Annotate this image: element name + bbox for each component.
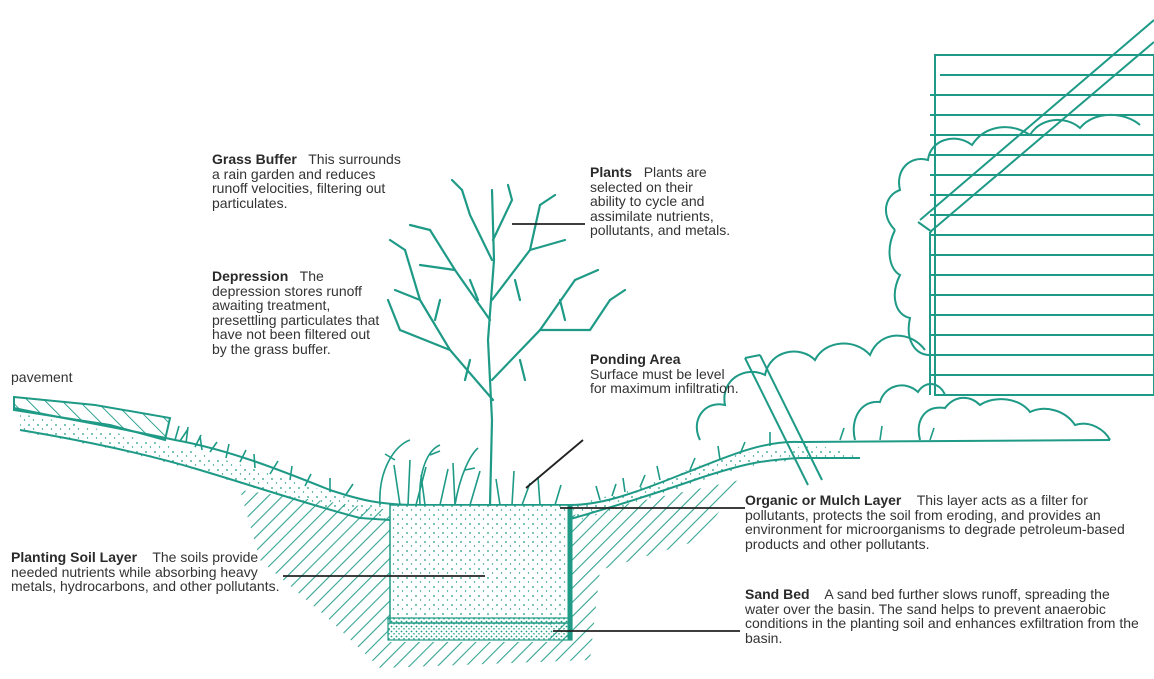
depression-callout: Depression The depression stores runoff … (212, 269, 387, 357)
ponding-area-title: Ponding Area (590, 351, 681, 367)
sand-bed-callout: Sand Bed A sand bed further slows runoff… (745, 587, 1145, 645)
planting-soil-basin (388, 505, 572, 640)
mulch-layer-title: Organic or Mulch Layer (745, 492, 901, 508)
ponding-area-description: Surface must be level for maximum infilt… (590, 366, 739, 397)
pavement-label: pavement (11, 370, 72, 385)
bushes-near-house (697, 115, 1140, 440)
ponding-area-leader-line (526, 440, 583, 488)
planting-soil-callout: Planting Soil Layer The soils provide ne… (11, 550, 296, 594)
grass-buffer-title: Grass Buffer (212, 151, 297, 167)
plants-callout: Plants Plants are selected on their abil… (590, 165, 732, 238)
depression-title: Depression (212, 268, 288, 284)
planting-soil-title: Planting Soil Layer (11, 549, 137, 565)
ponding-area-callout: Ponding Area Surface must be level for m… (590, 352, 740, 396)
grass-buffer-callout: Grass Buffer This surrounds a rain garde… (212, 152, 402, 210)
plants-title: Plants (590, 164, 632, 180)
mulch-layer-callout: Organic or Mulch Layer This layer acts a… (745, 493, 1145, 551)
downspout-pipe (745, 355, 822, 485)
sand-bed-title: Sand Bed (745, 586, 810, 602)
house (918, 20, 1154, 395)
